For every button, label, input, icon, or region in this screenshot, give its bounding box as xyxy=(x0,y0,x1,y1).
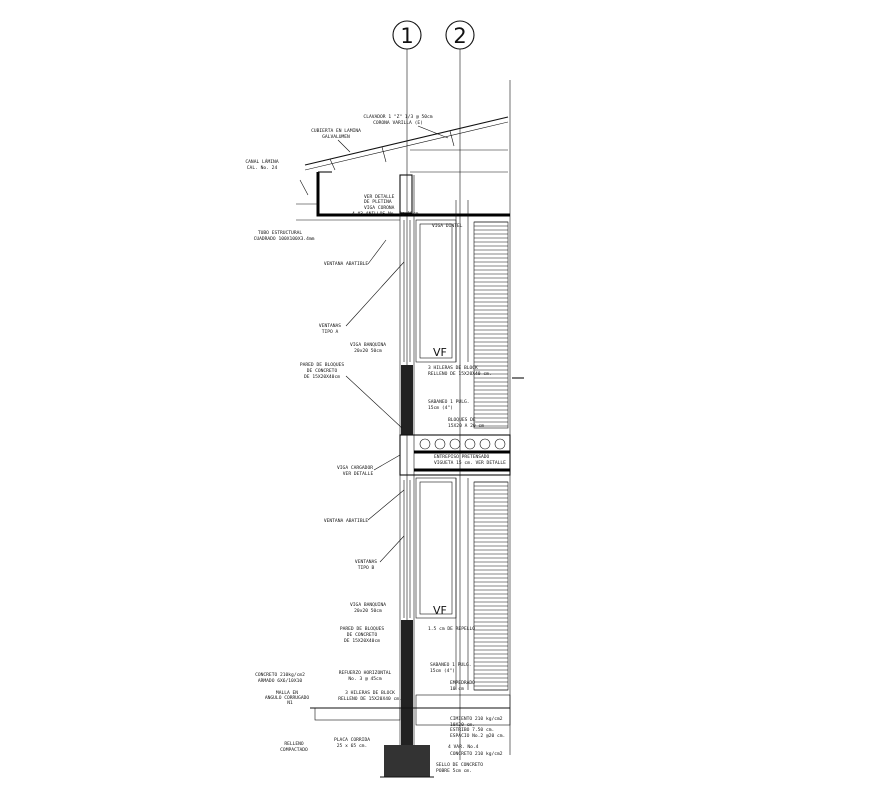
label-malla-2: ANGULO CORRUGADO xyxy=(265,695,309,701)
label-relleno-1: RELLENO xyxy=(284,741,304,747)
label-sabaire-2: 15cm (4") xyxy=(428,405,453,411)
label-hileras-3: 3 HILERAS DE BLOCK xyxy=(345,690,395,696)
label-cubierta-2: GALVALUMEN xyxy=(322,134,350,140)
label-ver-detalle-1: VER DETALLE xyxy=(364,194,395,200)
label-estribo-2: ESPACIO No.2 @20 cm. xyxy=(450,733,505,739)
stair-outline xyxy=(473,481,509,691)
interior-window-frames: VF VF xyxy=(415,200,469,690)
label-viga-banquina-2: 20x20 50cm xyxy=(354,348,382,354)
label-sabaire-4: 15cm (4") xyxy=(430,668,455,674)
foundation xyxy=(310,694,511,778)
label-hileras-1: 3 HILERAS DE BLOCK xyxy=(428,365,478,371)
label-pared-3: DE 15X20X40cm xyxy=(304,374,340,380)
axis-marker-2: 2 xyxy=(445,20,475,760)
label-ventanas-b-2: TIPO B xyxy=(358,565,375,571)
label-concreto-1: CONCRETO 210kg/cm2 xyxy=(255,672,305,678)
axis-label-2: 2 xyxy=(453,24,466,48)
label-estribo-1: ESTRIBO 7.50 cm. xyxy=(450,727,494,733)
label-viga-corona-2: 4 #3 ANILLOS No. 2@ 15cm xyxy=(352,211,419,217)
label-ventana-abatible-1: VENTANA ABATIBLE xyxy=(324,261,368,267)
label-clavador-1: CLAVADOR 1 "Z" 1/3 @ 50cm xyxy=(363,114,432,120)
label-sabaire-3: SABANEO 1 PULG. xyxy=(430,662,472,668)
label-viga-dintel: VIGA DINTEL xyxy=(432,223,463,229)
label-relleno-2: COMPACTADO xyxy=(280,747,308,753)
label-empedrado-2: 10 cm xyxy=(450,686,464,692)
label-sabaire-1: SABANEO 1 PULG. xyxy=(428,399,470,405)
label-viga-banquina-3: VIGA BANQUINA xyxy=(350,602,386,608)
label-pared-1: PARED DE BLOQUES xyxy=(300,362,344,368)
label-clavador-2: CORONA VARILLA (E) xyxy=(373,120,423,126)
label-ventanas-b-1: VENTANAS xyxy=(355,559,377,565)
label-ventanas-a-1: VENTANAS xyxy=(319,323,341,329)
axis-label-1: 1 xyxy=(400,24,413,48)
label-bloques-2: 15X20 A 20 cm xyxy=(448,423,484,429)
label-cubierta-1: CUBIERTA EN LAMINA xyxy=(311,128,361,134)
label-bloques-1: BLOQUES DE xyxy=(448,417,476,423)
roof xyxy=(296,116,510,221)
label-pared-4: PARED DE BLOQUES xyxy=(340,626,384,632)
label-varillas: 4 VAR. No.4 xyxy=(448,744,479,750)
label-sello-2: POBRE 5cm cm. xyxy=(436,768,472,774)
label-pared-2: DE CONCRETO xyxy=(307,368,338,374)
label-entrepiso-2: VIGUETA 15 cm. VER DETALLE xyxy=(434,460,506,466)
label-hileras-2: RELLENO DE 15X20X40 cm. xyxy=(428,371,492,377)
label-canal-2: CAL. No. 24 xyxy=(247,165,278,171)
label-viga-corona-1: VIGA CORONA xyxy=(364,205,395,211)
label-pared-6: DE 15X20X40cm xyxy=(344,638,380,644)
label-viga-banquina-1: VIGA BANQUINA xyxy=(350,342,386,348)
label-viga-cargador-2: VER DETALLE xyxy=(343,471,374,477)
label-tubo-1: TUBO ESTRUCTURAL xyxy=(258,230,302,236)
label-concreto-3: CONCRETO 210 kg/cm2 xyxy=(450,751,503,757)
label-cimiento-2: 10X20 cm. xyxy=(450,722,475,728)
labels-right: CLAVADOR 1 "Z" 1/3 @ 50cm CORONA VARILLA… xyxy=(363,114,506,774)
vf-label-top: VF xyxy=(433,346,447,359)
stair-hatch-lower xyxy=(473,481,509,691)
label-viga-banquina-4: 20x20 50cm xyxy=(354,608,382,614)
stair-outline xyxy=(473,221,509,429)
label-ventana-abatible-2: VENTANA ABATIBLE xyxy=(324,518,368,524)
label-viga-cargador-1: VIGA CARGADOR xyxy=(337,465,373,471)
label-concreto-2: ARMADO 6X6/10X10 xyxy=(258,678,302,684)
labels-left: CUBIERTA EN LAMINA GALVALUMEN CANAL LÁMI… xyxy=(245,128,418,753)
wall-column xyxy=(399,175,511,760)
vf-label-bottom: VF xyxy=(433,604,447,617)
label-placa-2: 25 x 65 cm. xyxy=(337,743,367,749)
label-entrepiso-1: ENTREPISO PRETENSADO xyxy=(434,454,490,460)
stair-hatch-upper xyxy=(473,221,509,429)
label-pared-5: DE CONCRETO xyxy=(347,632,378,638)
label-tubo-2: CUADRADO 100X100X3.4mm xyxy=(254,236,315,242)
label-cimiento-1: CIMIENTO 210 kg/cm2 xyxy=(450,716,503,722)
label-malla-3: N1 xyxy=(287,700,293,706)
label-refuerzo-2: No. 3 @ 45cm xyxy=(348,676,381,682)
label-placa-1: PLACA CORRIDA xyxy=(334,737,370,743)
label-empedrado-1: EMPEDRADO xyxy=(450,680,475,686)
label-refuerzo-1: REFUERZO HORIZONTAL xyxy=(339,670,392,676)
label-repello: 1.5 cm DE REPELLO xyxy=(428,626,475,632)
label-ver-detalle-2: DE PLETINA xyxy=(364,199,392,205)
label-canal-1: CANAL LÁMINA xyxy=(245,158,278,165)
floor-joist-blocks xyxy=(419,438,506,450)
label-sello-1: SELLO DE CONCRETO xyxy=(436,762,483,768)
label-hileras-4: RELLENO DE 15X20X40 cm. xyxy=(338,696,402,702)
label-ventanas-a-2: TIPO A xyxy=(322,329,339,335)
label-malla-1: MALLA EN xyxy=(276,690,298,696)
